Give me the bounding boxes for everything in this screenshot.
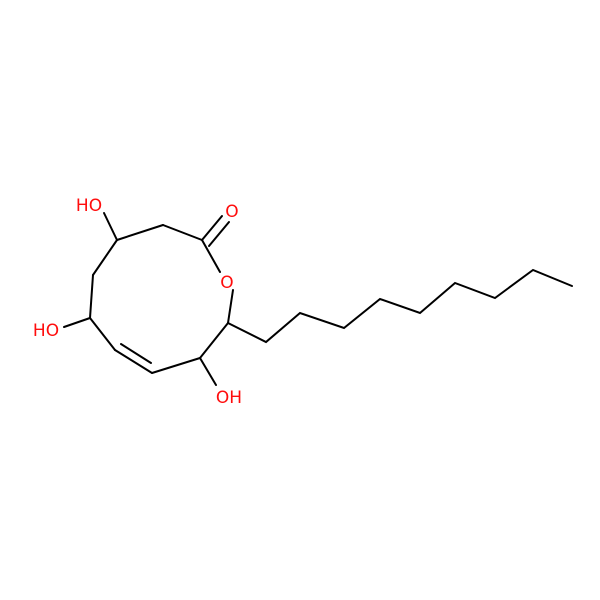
bond-c3-ring-o	[201, 239, 221, 273]
bond-c2-c3	[162, 224, 203, 241]
bond-c8-oh-left	[63, 317, 91, 328]
carbonyl-oxygen-label: O	[225, 202, 238, 222]
ring-oxygen-label: O	[220, 273, 233, 293]
bond-c6-c7-double-outer	[114, 349, 153, 374]
bond-ring-o-c4	[227, 289, 234, 324]
hydroxyl-top-label: HO	[76, 196, 102, 216]
bond-c6-c7-double-inner	[120, 343, 152, 364]
bond-c8-c9	[89, 274, 94, 319]
bond-c1-c2	[116, 224, 164, 241]
bond-c4-c5	[199, 322, 229, 359]
bond-c5-oh-bottom	[199, 357, 217, 386]
bond-nonyl-chain	[227, 268, 573, 344]
hydroxyl-left-label: HO	[33, 321, 59, 341]
bond-carbonyl-a	[201, 215, 223, 241]
bond-c7-c8	[89, 317, 116, 351]
bond-c5-c6	[151, 357, 201, 374]
hydroxyl-bottom-label: OH	[216, 388, 242, 408]
bond-carbonyl-b	[208, 221, 230, 247]
bond-c1-oh-top	[103, 212, 118, 241]
bond-c9-c1	[92, 239, 118, 276]
